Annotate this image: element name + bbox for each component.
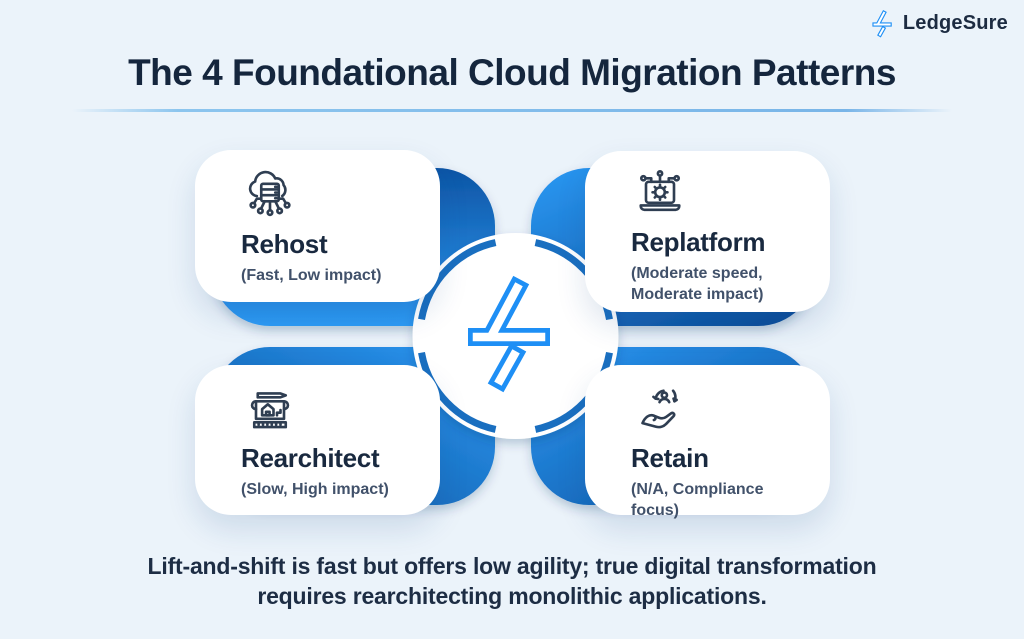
footer-note: Lift-and-shift is fast but offers low ag… bbox=[147, 553, 877, 609]
title-divider bbox=[72, 109, 952, 112]
card-retain: Retain (N/A, Compliance focus) bbox=[585, 365, 830, 519]
card-rearchitect: Rearchitect (Slow, High impact) bbox=[195, 365, 440, 515]
brand-name: LedgeSure bbox=[902, 12, 1008, 34]
card-title: Retain bbox=[631, 443, 709, 473]
card-subtitle: (Fast, Low impact) bbox=[241, 267, 382, 284]
blueprint-pencil-icon bbox=[241, 382, 299, 438]
card-subtitle: (Moderate speed, Moderate impact) bbox=[631, 265, 764, 303]
card-rehost: Rehost (Fast, Low impact) bbox=[195, 150, 440, 302]
hand-recycle-icon bbox=[631, 382, 689, 438]
ledgesure-4-logo-icon bbox=[871, 9, 896, 38]
card-title: Rehost bbox=[241, 229, 328, 259]
laptop-gear-icon bbox=[631, 166, 689, 222]
cloud-server-icon bbox=[241, 168, 299, 224]
card-subtitle: (N/A, Compliance focus) bbox=[631, 481, 764, 519]
card-replatform: Replatform (Moderate speed, Moderate imp… bbox=[585, 151, 830, 312]
card-title: Rearchitect bbox=[241, 443, 380, 473]
card-subtitle: (Slow, High impact) bbox=[241, 481, 389, 498]
page-title: The 4 Foundational Cloud Migration Patte… bbox=[128, 52, 896, 93]
card-title: Replatform bbox=[631, 227, 766, 257]
brand-logo: LedgeSure bbox=[871, 9, 1008, 38]
